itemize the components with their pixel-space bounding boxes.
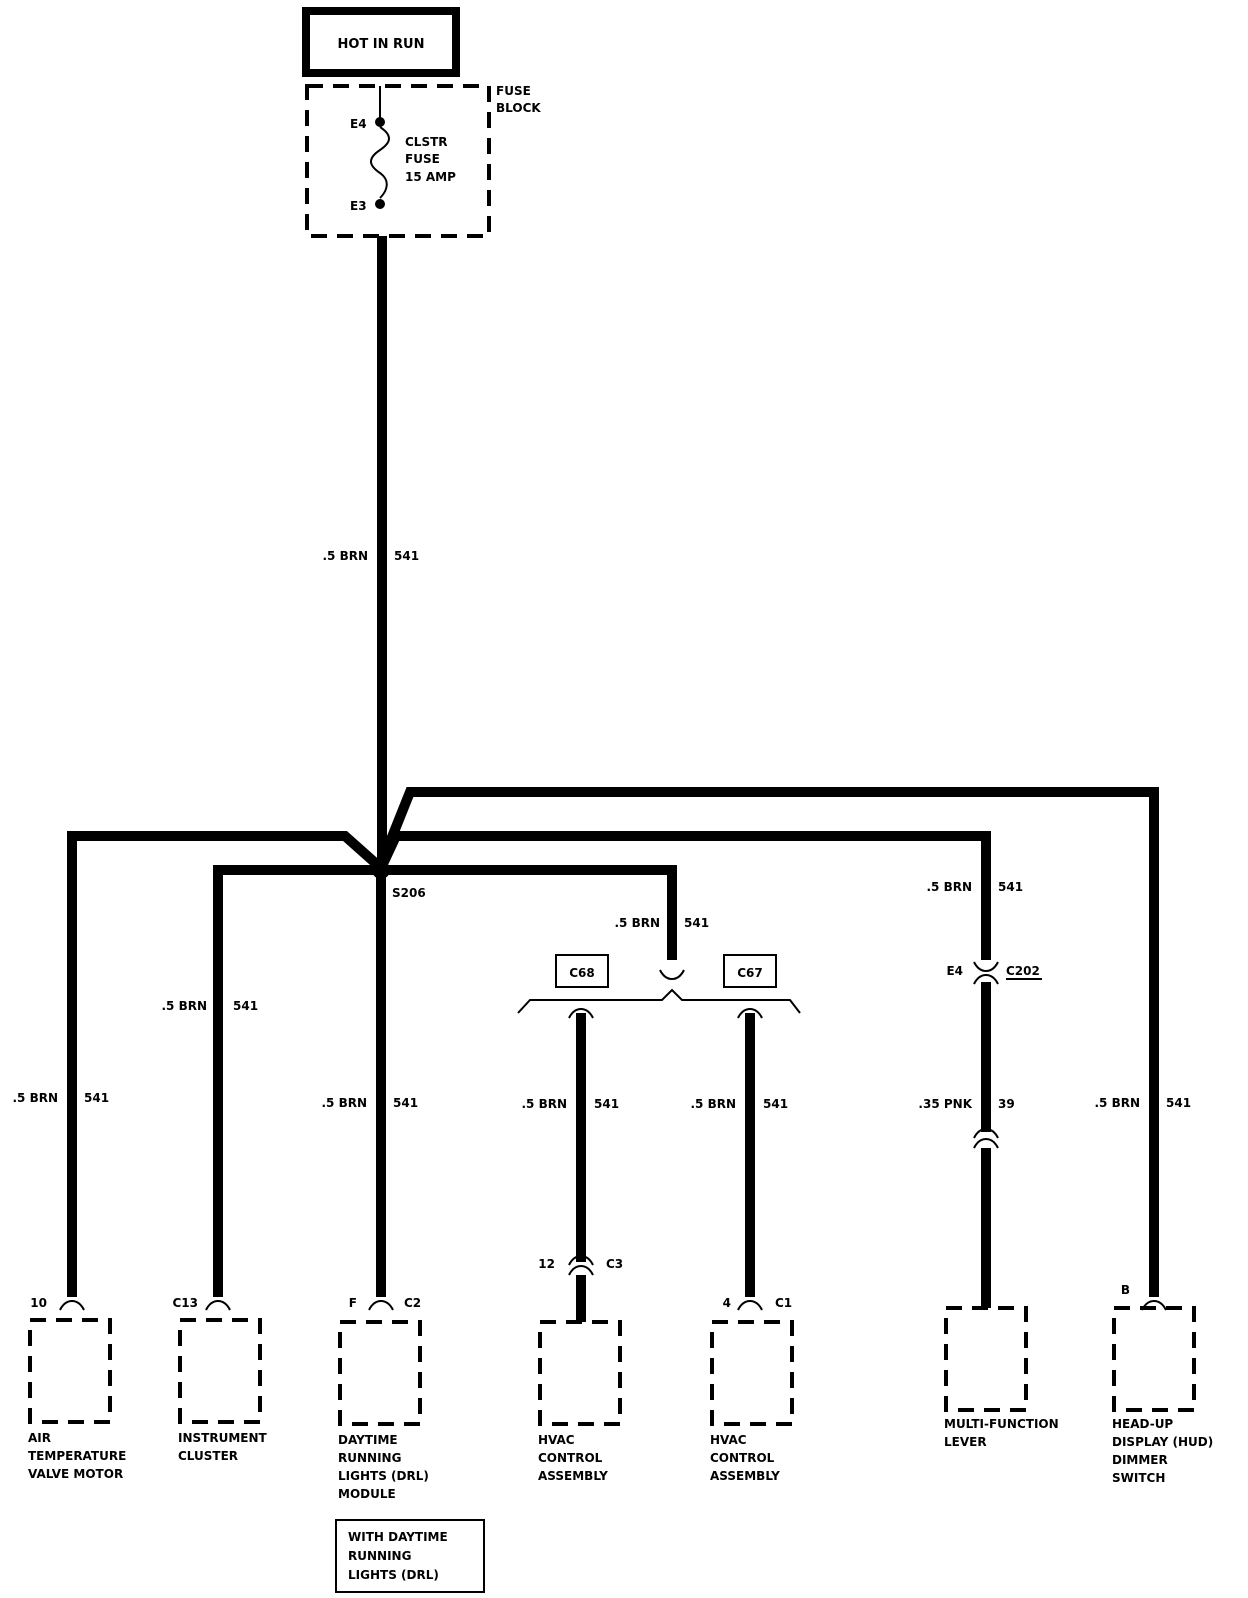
c202-in-gauge: .5 BRN (926, 880, 972, 894)
c68-label: C68 (569, 966, 595, 980)
component-air-temp-line3: VALVE MOTOR (28, 1467, 123, 1481)
c68-feed-circuit: 541 (684, 916, 709, 930)
connector-hvac-c1: C1 (775, 1296, 792, 1310)
hot-in-run-box: HOT IN RUN (302, 7, 460, 77)
pin-hud: B (1121, 1283, 1130, 1297)
branch-hud-circuit: 541 (1166, 1096, 1191, 1110)
component-hud-line4: SWITCH (1112, 1471, 1165, 1485)
branch-hvac-c3-connector: C3 (606, 1257, 623, 1271)
pin-hvac-c1: 4 (723, 1296, 731, 1310)
component-drl-line4: MODULE (338, 1487, 396, 1501)
component-hvac-c1-line1: HVAC (710, 1433, 747, 1447)
fuse-pin-bottom: E3 (350, 199, 367, 213)
hot-in-run-label: HOT IN RUN (337, 37, 424, 52)
fuse-symbol (370, 126, 390, 199)
branch-cluster-gauge: .5 BRN (161, 999, 207, 1013)
main-wire-circuit: 541 (394, 549, 419, 563)
component-box-hvac-c1 (710, 1320, 794, 1426)
c202-in-circuit: 541 (998, 880, 1023, 894)
branch-hud-wire (377, 787, 1159, 1297)
component-drl-line1: DAYTIME (338, 1433, 398, 1447)
fuse-rating: 15 AMP (405, 170, 456, 184)
component-hvac-c3-line1: HVAC (538, 1433, 575, 1447)
branch-c202-wire (377, 831, 991, 960)
component-air-temp-line1: AIR (28, 1431, 51, 1445)
component-hvac-c3-line3: ASSEMBLY (538, 1469, 608, 1483)
fuse-word: FUSE (405, 152, 440, 166)
drl-note-box: WITH DAYTIME RUNNING LIGHTS (DRL) (335, 1519, 485, 1593)
branch-mfl-circuit: 39 (998, 1097, 1015, 1111)
pin-air-temp: 10 (30, 1296, 47, 1310)
branch-drl-circuit: 541 (393, 1096, 418, 1110)
c68-c67-connector: C68 C67 (517, 954, 801, 1014)
branch-drl-gauge: .5 BRN (321, 1096, 367, 1110)
branch-hud-gauge: .5 BRN (1094, 1096, 1140, 1110)
c202-label: C202 (1006, 964, 1040, 978)
component-box-hvac-c3 (538, 1320, 622, 1426)
component-box-mfl (944, 1306, 1028, 1412)
fuse-block-title-2: BLOCK (496, 101, 541, 115)
branch-hvac-c3-gauge: .5 BRN (521, 1097, 567, 1111)
component-box-hud (1112, 1306, 1196, 1412)
branch-air-temp-wire (67, 831, 385, 1297)
component-mfl-line2: LEVER (944, 1435, 987, 1449)
connector-drl: C2 (404, 1296, 421, 1310)
component-drl-line2: RUNNING (338, 1451, 401, 1465)
component-hud-line1: HEAD-UP (1112, 1417, 1173, 1431)
branch-hvac-c1-circuit: 541 (763, 1097, 788, 1111)
branch-cluster-circuit: 541 (233, 999, 258, 1013)
drl-note-line2: RUNNING (348, 1549, 411, 1563)
c68-feed-gauge: .5 BRN (614, 916, 660, 930)
fuse-block-title-1: FUSE (496, 84, 531, 98)
component-hvac-c3-line2: CONTROL (538, 1451, 603, 1465)
component-mfl-line1: MULTI-FUNCTION (944, 1417, 1059, 1431)
c202-pin: E4 (946, 964, 963, 978)
main-wire-gauge: .5 BRN (322, 549, 368, 563)
component-hud-line2: DISPLAY (HUD) (1112, 1435, 1213, 1449)
component-hvac-c1-line2: CONTROL (710, 1451, 775, 1465)
branch-cluster-wire (213, 865, 381, 1297)
component-cluster-line2: CLUSTER (178, 1449, 238, 1463)
component-hud-line3: DIMMER (1112, 1453, 1168, 1467)
pin-drl: F (349, 1296, 357, 1310)
component-box-drl (338, 1320, 422, 1426)
component-box-cluster (178, 1318, 262, 1424)
branch-mfl-gauge: .35 PNK (918, 1097, 972, 1111)
fuse-pin-top: E4 (350, 117, 367, 131)
component-hvac-c1-line3: ASSEMBLY (710, 1469, 780, 1483)
fuse-block: FUSE BLOCK E4 E3 CLSTR FUSE 15 AMP (305, 84, 541, 238)
branch-air-temp-gauge: .5 BRN (12, 1091, 58, 1105)
branch-hvac-c3-circuit: 541 (594, 1097, 619, 1111)
component-cluster-line1: INSTRUMENT (178, 1431, 268, 1445)
fuse-pin-top-dot (375, 117, 385, 127)
splice-label: S206 (392, 886, 426, 900)
drl-note-line3: LIGHTS (DRL) (348, 1568, 439, 1582)
branch-c68-feed-wire (381, 865, 677, 960)
branch-air-temp-circuit: 541 (84, 1091, 109, 1105)
drl-note-line1: WITH DAYTIME (348, 1530, 448, 1544)
c67-label: C67 (737, 966, 763, 980)
component-air-temp-line2: TEMPERATURE (28, 1449, 126, 1463)
fuse-name: CLSTR (405, 135, 448, 149)
component-drl-line3: LIGHTS (DRL) (338, 1469, 429, 1483)
component-box-air-temp (28, 1318, 112, 1424)
branch-hvac-c1-gauge: .5 BRN (690, 1097, 736, 1111)
pin-cluster: C13 (172, 1296, 198, 1310)
fuse-pin-bottom-dot (375, 199, 385, 209)
branch-hvac-c3-pin: 12 (538, 1257, 555, 1271)
